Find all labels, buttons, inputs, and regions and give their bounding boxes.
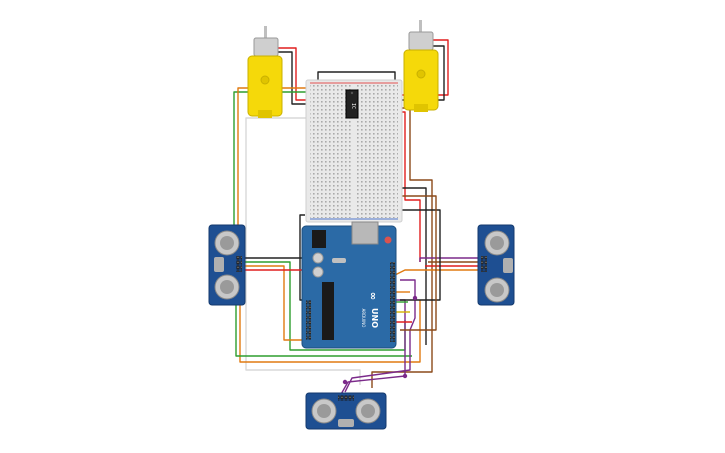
arduino-logo-mark: ∞ (367, 292, 378, 300)
ultrasonic-sensor-bottom (305, 392, 387, 430)
wire-bb-black-1 (396, 209, 441, 301)
wire-outer-green-bottom (235, 300, 412, 357)
ultrasonic-sensor-left (208, 224, 246, 306)
chip-label: IC (350, 103, 356, 109)
arduino-uno: ∞ UNO ARDUINO (301, 221, 397, 349)
arduino-model-text: UNO (370, 308, 379, 328)
wire-bb-brown-1 (396, 195, 437, 331)
motor-driver-chip: IC (345, 89, 359, 119)
wire-junctions (342, 295, 418, 385)
arduino-maker-text: ARDUINO (361, 309, 366, 328)
wire-left-green (233, 91, 320, 225)
wire-motor-left-black (277, 51, 318, 105)
motor-right (403, 20, 439, 112)
wire-right-sensor-4 (394, 269, 478, 276)
wire-black-inner (395, 187, 427, 345)
wire-left-orange (237, 87, 322, 225)
ultrasonic-sensor-right (477, 224, 515, 306)
wire-right-sensor-1 (419, 257, 478, 262)
wire-outer-orange-bottom (239, 300, 421, 363)
motor-left (247, 26, 283, 118)
